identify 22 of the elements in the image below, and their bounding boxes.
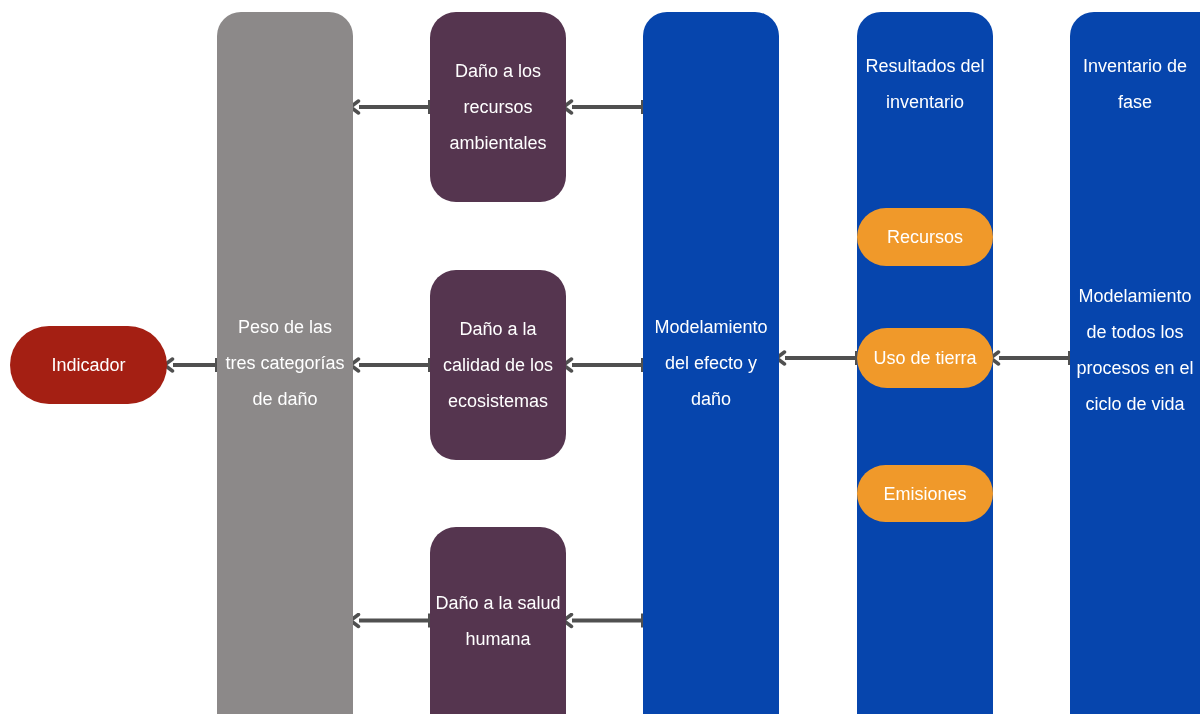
rounded-column-box (430, 527, 566, 714)
node-heading: Modelamiento del efecto y daño (653, 316, 769, 411)
rounded-column-box (217, 12, 353, 714)
node-heading: Recursos (886, 226, 964, 248)
rounded-column-box (430, 12, 566, 202)
rounded-column-box (857, 12, 993, 714)
node-heading: Indicador (50, 354, 127, 376)
pill-node (857, 465, 993, 522)
node-heading: Emisiones (882, 482, 968, 505)
rounded-column-box (1070, 12, 1200, 714)
node-heading: Inventario de fase (1081, 55, 1189, 114)
node-heading: Daño a los recursos ambientales (448, 60, 548, 155)
node-heading: Daño a la calidad de los ecosistemas (441, 318, 555, 413)
node-text: Modelamiento de todos los procesos en el ciclo de vida (1075, 285, 1195, 416)
pill-node (857, 208, 993, 266)
pill-node (857, 328, 993, 388)
node-heading: Resultados del inventario (864, 55, 986, 114)
rounded-column-box (643, 12, 779, 714)
node-heading: Peso de las tres categorías de daño (224, 316, 346, 411)
node-heading: Uso de tierra (872, 347, 978, 369)
node-heading: Daño a la salud humana (434, 591, 562, 651)
rounded-column-box (430, 270, 566, 460)
